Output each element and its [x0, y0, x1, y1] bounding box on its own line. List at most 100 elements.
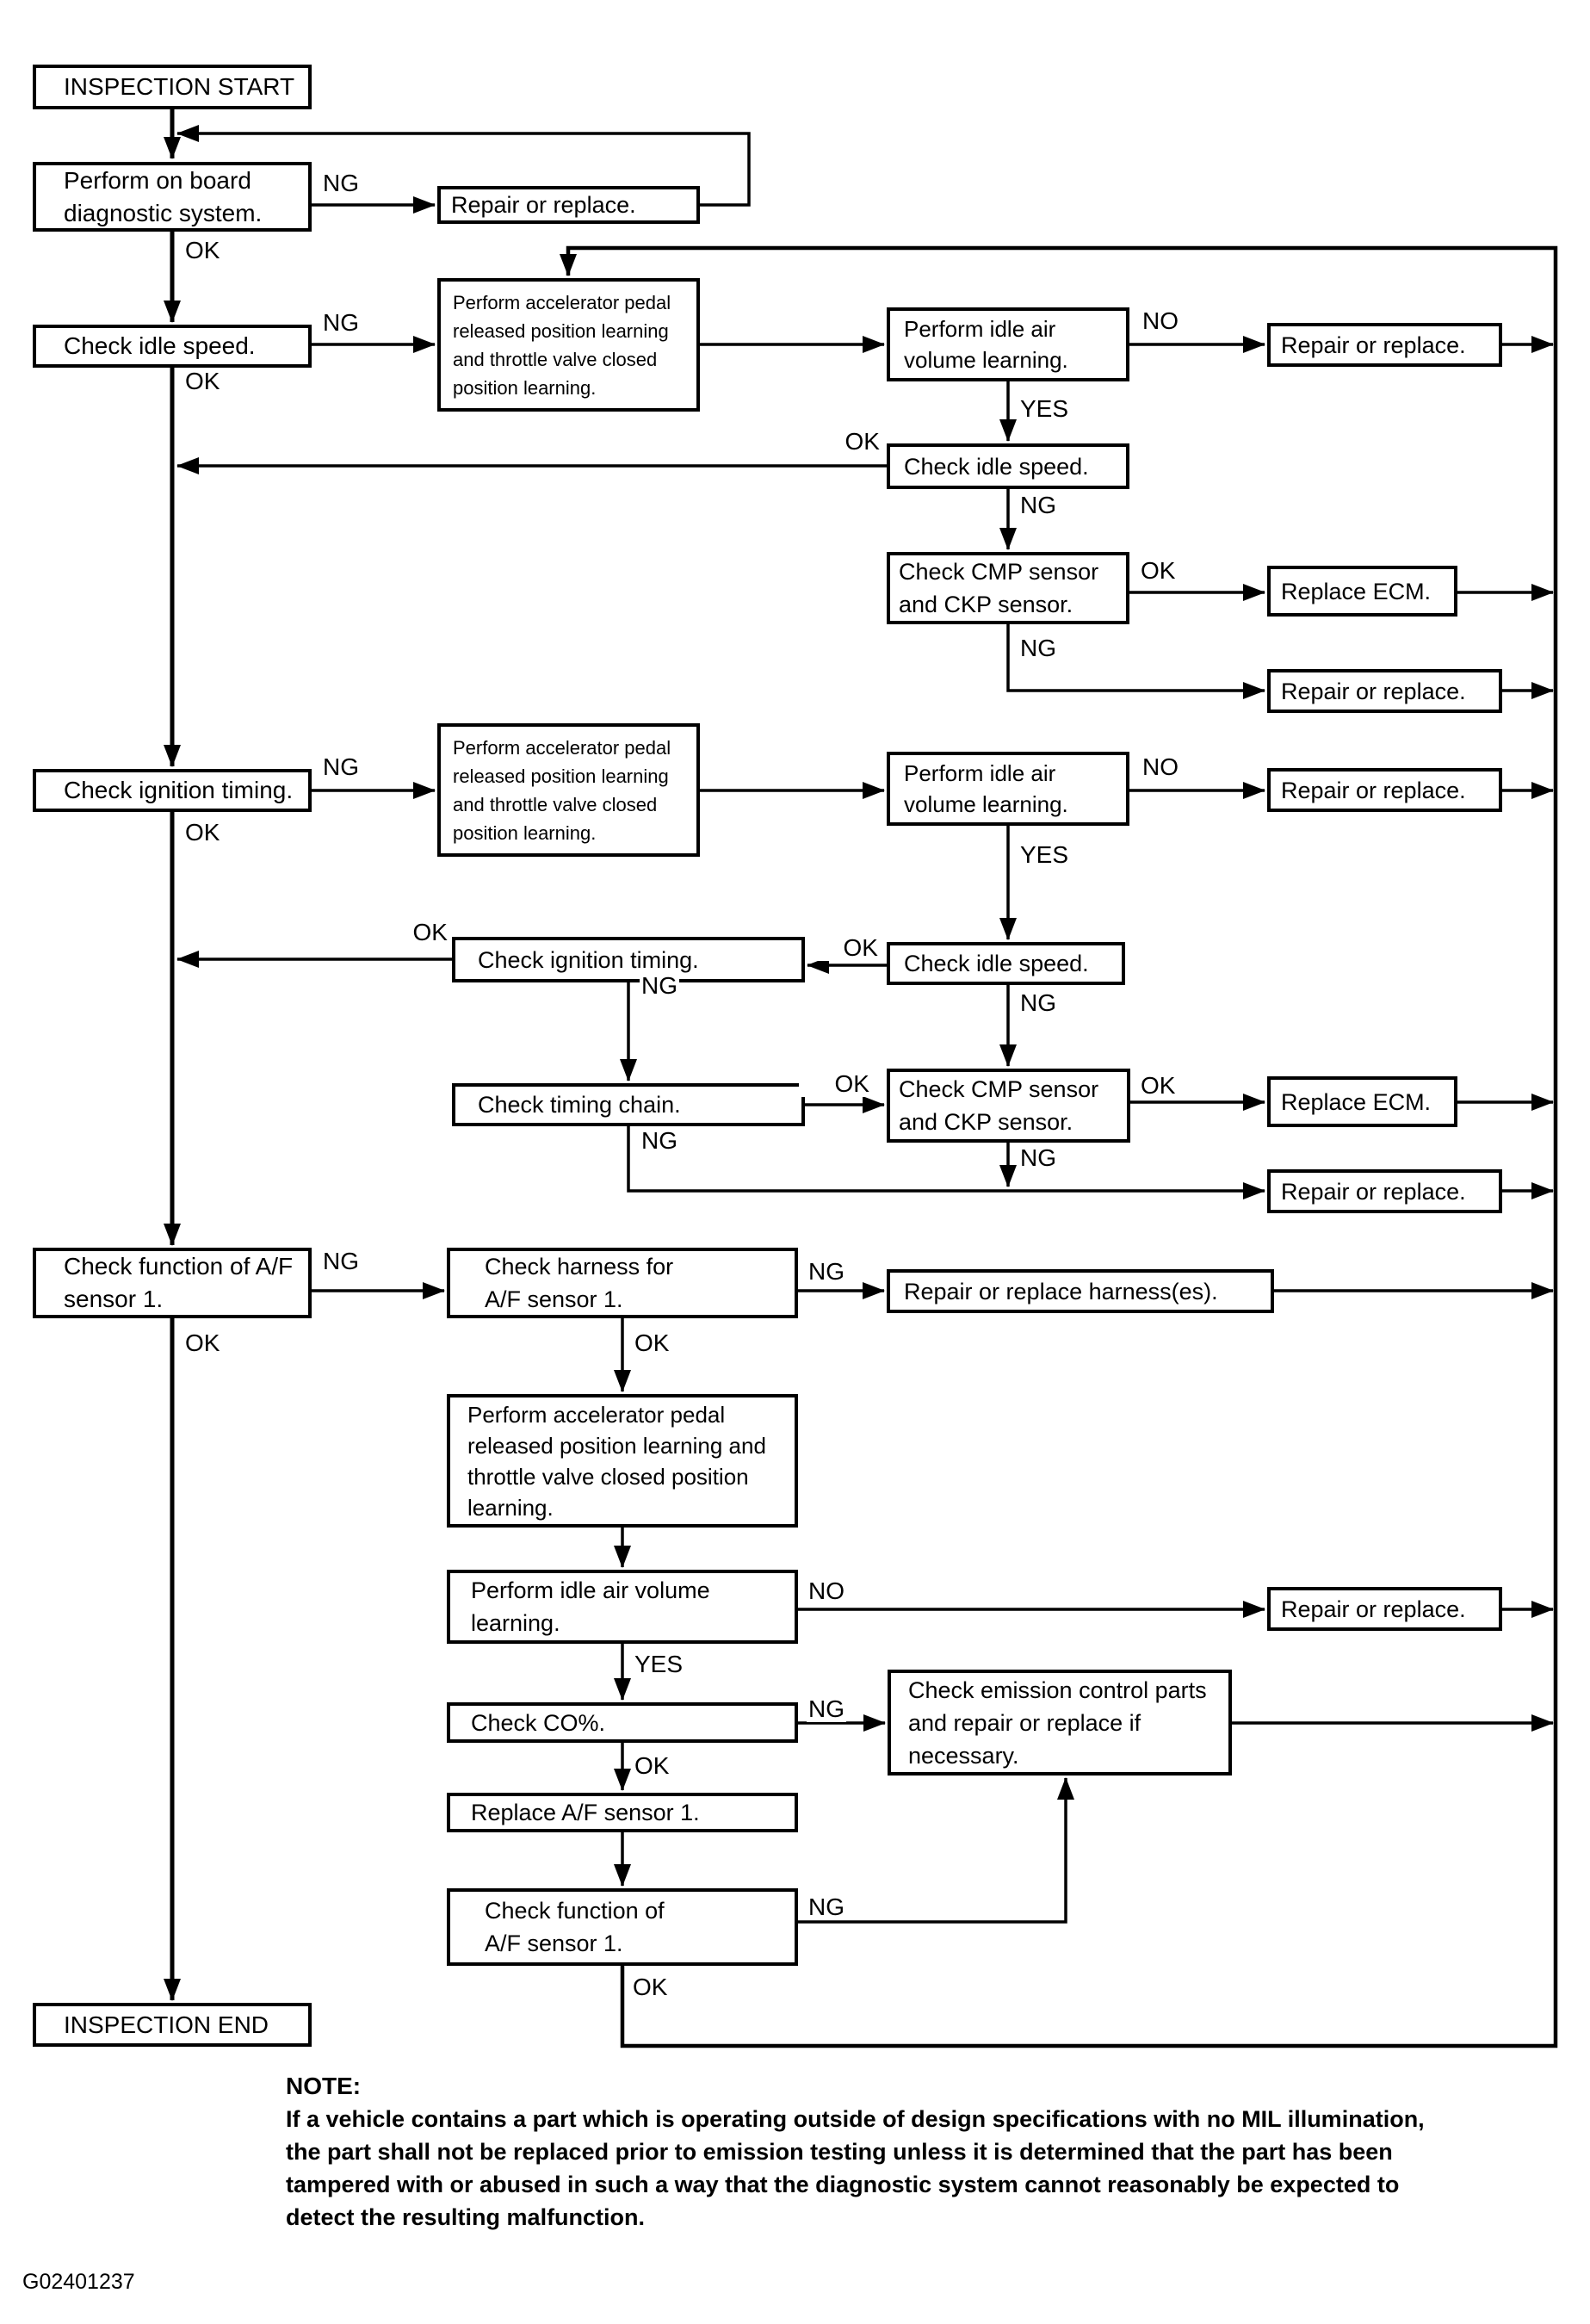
node-label: INSPECTION START	[64, 73, 295, 100]
node-label: Perform idle air volume learning.	[904, 316, 1068, 373]
node-check-af-harness: Check harness for A/F sensor 1.	[447, 1248, 798, 1318]
edge-label-ok-cmp2: OK	[1139, 1072, 1178, 1099]
edge-label-ok-cit1: OK	[183, 819, 222, 846]
node-label: Check ignition timing.	[478, 946, 699, 973]
node-label: Check emission control parts and repair …	[908, 1676, 1207, 1769]
edge-label-no-i1: NO	[1141, 307, 1180, 334]
node-check-idle-speed-1: Check idle speed.	[33, 325, 312, 368]
edge-label-ok-cis1: OK	[183, 368, 222, 394]
edge-label-ok-cis2: OK	[809, 429, 882, 455]
node-label: Repair or replace.	[1281, 678, 1466, 704]
node-label: Check function of A/F sensor 1.	[64, 1253, 294, 1312]
edge-label-ng-cis3: NG	[1018, 989, 1058, 1016]
node-repair-or-replace-1: Repair or replace.	[437, 186, 700, 224]
edge-label-ng-cf1: NG	[321, 1248, 361, 1274]
edge-r1-loop	[176, 125, 751, 207]
node-label: INSPECTION END	[64, 2011, 269, 2038]
node-accel-pedal-learning-1: Perform accelerator pedal released posit…	[437, 278, 700, 412]
node-check-timing-chain: Check timing chain.	[452, 1083, 805, 1126]
edge-label-ng-cis2: NG	[1018, 492, 1058, 518]
note-line: detect the resulting malfunction.	[286, 2204, 646, 2230]
node-label: Check idle speed.	[904, 453, 1089, 480]
edge-label-ok-cis3: OK	[807, 935, 880, 961]
node-repair-or-replace-6: Repair or replace.	[1267, 1587, 1502, 1631]
node-repair-or-replace-5: Repair or replace.	[1267, 1169, 1502, 1213]
edge-label-ng-obd: NG	[321, 170, 361, 196]
edge-label-ng-ch: NG	[807, 1258, 846, 1285]
node-check-idle-speed-3: Check idle speed.	[887, 942, 1125, 985]
node-idle-air-learning-2: Perform idle air volume learning.	[887, 752, 1129, 826]
node-label: Perform on board diagnostic system.	[64, 166, 263, 226]
node-idle-air-learning-1: Perform idle air volume learning.	[887, 307, 1129, 381]
node-inspection-end: INSPECTION END	[33, 2003, 312, 2047]
node-repair-or-replace-4: Repair or replace.	[1267, 768, 1502, 812]
node-repair-or-replace-2: Repair or replace.	[1267, 323, 1502, 367]
node-label: Replace ECM.	[1281, 1088, 1432, 1115]
edge-label-yes-i2: YES	[1018, 841, 1071, 868]
node-label: Perform accelerator pedal released posit…	[453, 291, 671, 399]
node-label: Check function of A/F sensor 1.	[485, 1898, 665, 1956]
node-label: Check ignition timing.	[64, 777, 294, 803]
node-label: Perform accelerator pedal released posit…	[467, 1401, 766, 1521]
edge-label-ok-co: OK	[633, 1752, 671, 1779]
node-label: Repair or replace harness(es).	[904, 1278, 1218, 1305]
node-label: Replace ECM.	[1281, 578, 1432, 604]
node-label: Perform idle air volume learning.	[904, 760, 1068, 817]
node-check-af-sensor-function-2: Check function of A/F sensor 1.	[447, 1888, 798, 1966]
edge-cmp1-r3	[1006, 624, 1265, 699]
edge-label-ok-obd: OK	[183, 237, 222, 263]
edge-label-ng-cf2: NG	[807, 1893, 846, 1920]
edge-label-ng-cit2: NG	[640, 972, 679, 999]
note-line: tampered with or abused in such a way th…	[286, 2172, 1400, 2197]
node-replace-af-sensor: Replace A/F sensor 1.	[447, 1793, 798, 1832]
node-label: Repair or replace.	[451, 192, 636, 218]
edge-label-ok-cit2: OK	[377, 920, 449, 945]
edge-label-ok-cf2: OK	[631, 1974, 670, 2000]
node-check-af-sensor-function-1: Check function of A/F sensor 1.	[33, 1248, 312, 1318]
edge-label-ng-co: NG	[807, 1695, 846, 1722]
node-label: Perform idle air volume learning.	[471, 1577, 710, 1636]
edge-label-ok-ch: OK	[633, 1329, 671, 1356]
node-check-ignition-timing-2: Check ignition timing.	[452, 937, 805, 982]
node-accel-pedal-learning-2: Perform accelerator pedal released posit…	[437, 723, 700, 857]
figure-code: G02401237	[22, 2270, 135, 2294]
edge-label-ok-ctc: OK	[799, 1071, 871, 1097]
note-heading: NOTE:	[286, 2073, 362, 2099]
node-replace-ecm-2: Replace ECM.	[1267, 1076, 1457, 1127]
node-check-cmp-ckp-2: Check CMP sensor and CKP sensor.	[887, 1069, 1130, 1143]
node-label: Check idle speed.	[64, 332, 256, 359]
edge-label-ok-cmp1: OK	[1139, 557, 1178, 584]
node-label: Check timing chain.	[478, 1092, 681, 1118]
node-label: Check CMP sensor and CKP sensor.	[899, 1076, 1099, 1135]
edge-label-ng-cis1: NG	[321, 309, 361, 336]
node-label: Check CO%.	[471, 1709, 606, 1736]
node-accel-pedal-learning-3: Perform accelerator pedal released posit…	[447, 1394, 798, 1528]
edge-label-ng-cmp1: NG	[1018, 635, 1058, 661]
node-label: Perform accelerator pedal released posit…	[453, 736, 671, 844]
node-idle-air-learning-3: Perform idle air volume learning.	[447, 1570, 798, 1644]
node-check-co-percent: Check CO%.	[447, 1702, 798, 1743]
note-line: the part shall not be replaced prior to …	[286, 2139, 1393, 2165]
edge-label-ng-cit1: NG	[321, 753, 361, 780]
node-inspection-start: INSPECTION START	[33, 65, 312, 109]
note-block: NOTE: If a vehicle contains a part which…	[286, 2070, 1425, 2234]
edge-label-ok-cf1: OK	[183, 1329, 222, 1356]
node-repair-or-replace-3: Repair or replace.	[1267, 669, 1502, 713]
node-repair-harnesses: Repair or replace harness(es).	[887, 1269, 1274, 1313]
edge-label-yes-i3: YES	[633, 1651, 685, 1677]
edge-label-ng-cmp2: NG	[1018, 1144, 1058, 1171]
edge-label-yes-i1: YES	[1018, 395, 1071, 422]
note-line: If a vehicle contains a part which is op…	[286, 2106, 1425, 2132]
node-replace-ecm-1: Replace ECM.	[1267, 566, 1457, 617]
node-label: Check CMP sensor and CKP sensor.	[899, 559, 1099, 617]
node-label: Replace A/F sensor 1.	[471, 1800, 700, 1825]
edge-cf2-em	[798, 1777, 1074, 1924]
edge-label-no-i2: NO	[1141, 753, 1180, 780]
node-check-cmp-ckp-1: Check CMP sensor and CKP sensor.	[887, 552, 1129, 624]
edge-feedback-loop	[560, 245, 1558, 2048]
node-label: Repair or replace.	[1281, 332, 1466, 358]
node-label: Repair or replace.	[1281, 1596, 1466, 1622]
node-check-ignition-timing-1: Check ignition timing.	[33, 769, 312, 812]
